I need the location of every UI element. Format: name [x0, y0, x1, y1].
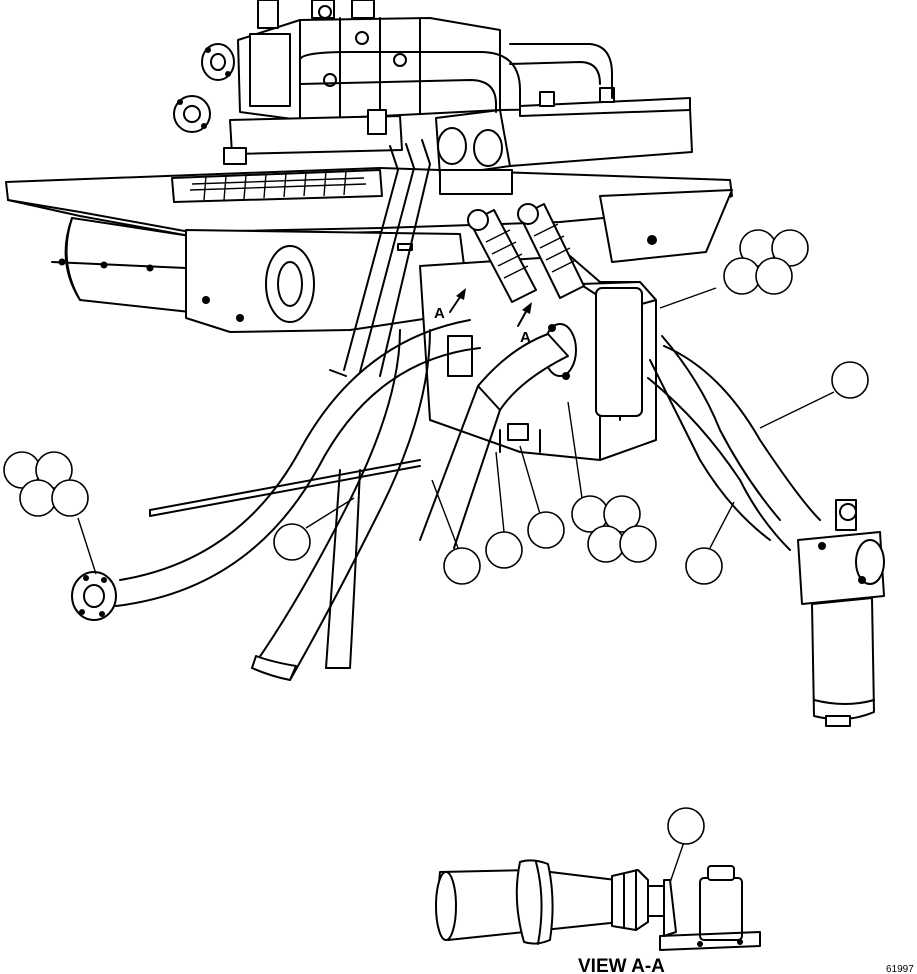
- callouts: [3, 229, 869, 901]
- callout-lower-right-hose: [685, 501, 735, 585]
- pump-housing: [185, 229, 471, 333]
- main-assembly: A A: [5, 0, 885, 727]
- callout-cluster-center: [567, 401, 657, 563]
- filter-assembly: [797, 499, 885, 727]
- callout-big-hose: [431, 479, 481, 585]
- reservoir-cylinder: [51, 217, 191, 313]
- manifold-flanges: [173, 43, 235, 133]
- grate: [171, 169, 383, 203]
- drawing-number: 61997: [886, 964, 914, 974]
- view-aa-detail: VIEW A-A: [435, 859, 761, 974]
- top-loop-hose: [299, 43, 613, 113]
- lower-left-flange: [71, 571, 117, 621]
- quick-disconnect-fittings: [467, 203, 585, 303]
- callout-center-bracket: [485, 451, 523, 569]
- callout-center-clamp: [519, 445, 565, 549]
- valve-manifold: [223, 0, 501, 165]
- callout-right-hose: [759, 361, 869, 429]
- section-mark-a-1: A: [434, 305, 445, 322]
- thin-tubes: [329, 139, 431, 377]
- section-mark-a-2: A: [520, 329, 531, 346]
- right-valve-block: [435, 87, 693, 195]
- large-hoses: [115, 319, 821, 681]
- view-label: VIEW A-A: [578, 956, 665, 974]
- callout-cluster-left: [3, 451, 97, 575]
- callout-cluster-upper-right: [659, 229, 809, 309]
- callout-left-hose: [273, 497, 355, 561]
- section-marks: A A: [434, 288, 532, 346]
